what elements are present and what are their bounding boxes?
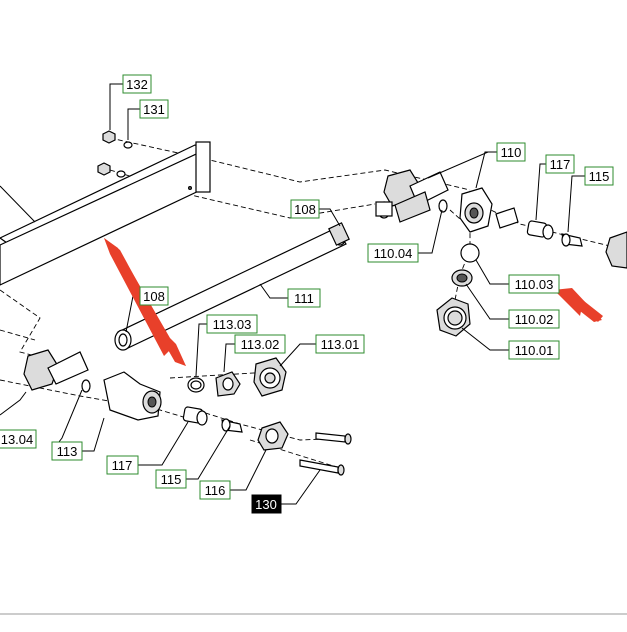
part-label-132: 132 bbox=[122, 74, 152, 94]
leader-lines bbox=[0, 83, 585, 505]
long-bar bbox=[0, 141, 211, 286]
svg-text:110.04: 110.04 bbox=[374, 246, 413, 261]
part-label-111: 111 bbox=[287, 288, 321, 308]
check-valve-parts bbox=[436, 243, 480, 337]
svg-text:113.01: 113.01 bbox=[321, 337, 360, 352]
part-label-108-bottom: 108 bbox=[139, 286, 169, 306]
part-label-115-right: 115 bbox=[584, 166, 614, 186]
part-label-117-right: 117 bbox=[545, 154, 575, 174]
svg-text:113.02: 113.02 bbox=[241, 337, 280, 352]
fitting-assembly-113 bbox=[23, 349, 289, 451]
part-label-110-02: 110.02 bbox=[508, 309, 560, 329]
svg-text:116: 116 bbox=[205, 483, 226, 498]
svg-text:113.03: 113.03 bbox=[213, 317, 252, 332]
part-label-113: 113 bbox=[51, 441, 83, 461]
svg-text:117: 117 bbox=[112, 458, 133, 473]
part-label-108-top: 108 bbox=[290, 199, 320, 219]
seat-and-nut-parts bbox=[187, 357, 287, 397]
svg-text:115: 115 bbox=[589, 169, 610, 184]
svg-text:131: 131 bbox=[143, 102, 165, 117]
tube-111 bbox=[114, 222, 350, 351]
svg-text:117: 117 bbox=[550, 157, 571, 172]
svg-text:108: 108 bbox=[294, 202, 316, 217]
part-label-131: 131 bbox=[139, 99, 169, 119]
red-arrow-icon bbox=[553, 288, 603, 322]
svg-text:110: 110 bbox=[501, 145, 522, 160]
svg-text:115: 115 bbox=[161, 472, 182, 487]
svg-text:110.03: 110.03 bbox=[515, 277, 554, 292]
svg-text:111: 111 bbox=[294, 291, 314, 306]
svg-text:13.04: 13.04 bbox=[1, 432, 34, 447]
part-label-113-02: 113.02 bbox=[234, 334, 286, 354]
part-label-113-03: 113.03 bbox=[206, 314, 258, 334]
svg-text:132: 132 bbox=[126, 77, 148, 92]
part-label-110-01: 110.01 bbox=[508, 340, 560, 360]
part-label-113-01: 113.01 bbox=[315, 334, 365, 354]
fitting-assembly-110 bbox=[375, 169, 627, 269]
part-label-117-bottom: 117 bbox=[106, 455, 139, 475]
part-label-115-bottom: 115 bbox=[155, 469, 187, 489]
part-label-130: 130 bbox=[251, 494, 282, 514]
part-label-116: 116 bbox=[199, 480, 231, 500]
nut-washer-group bbox=[97, 130, 133, 178]
part-label-110-04: 110.04 bbox=[367, 243, 419, 263]
svg-text:108: 108 bbox=[143, 289, 165, 304]
part-label-113-04: 13.04 bbox=[0, 429, 37, 449]
svg-text:110.01: 110.01 bbox=[515, 343, 554, 358]
part-label-110: 110 bbox=[496, 142, 526, 162]
part-label-110-03: 110.03 bbox=[508, 274, 560, 294]
bolts-130 bbox=[299, 432, 352, 476]
svg-text:110.02: 110.02 bbox=[515, 312, 554, 327]
svg-text:113: 113 bbox=[57, 444, 78, 459]
svg-text:130: 130 bbox=[255, 497, 277, 512]
